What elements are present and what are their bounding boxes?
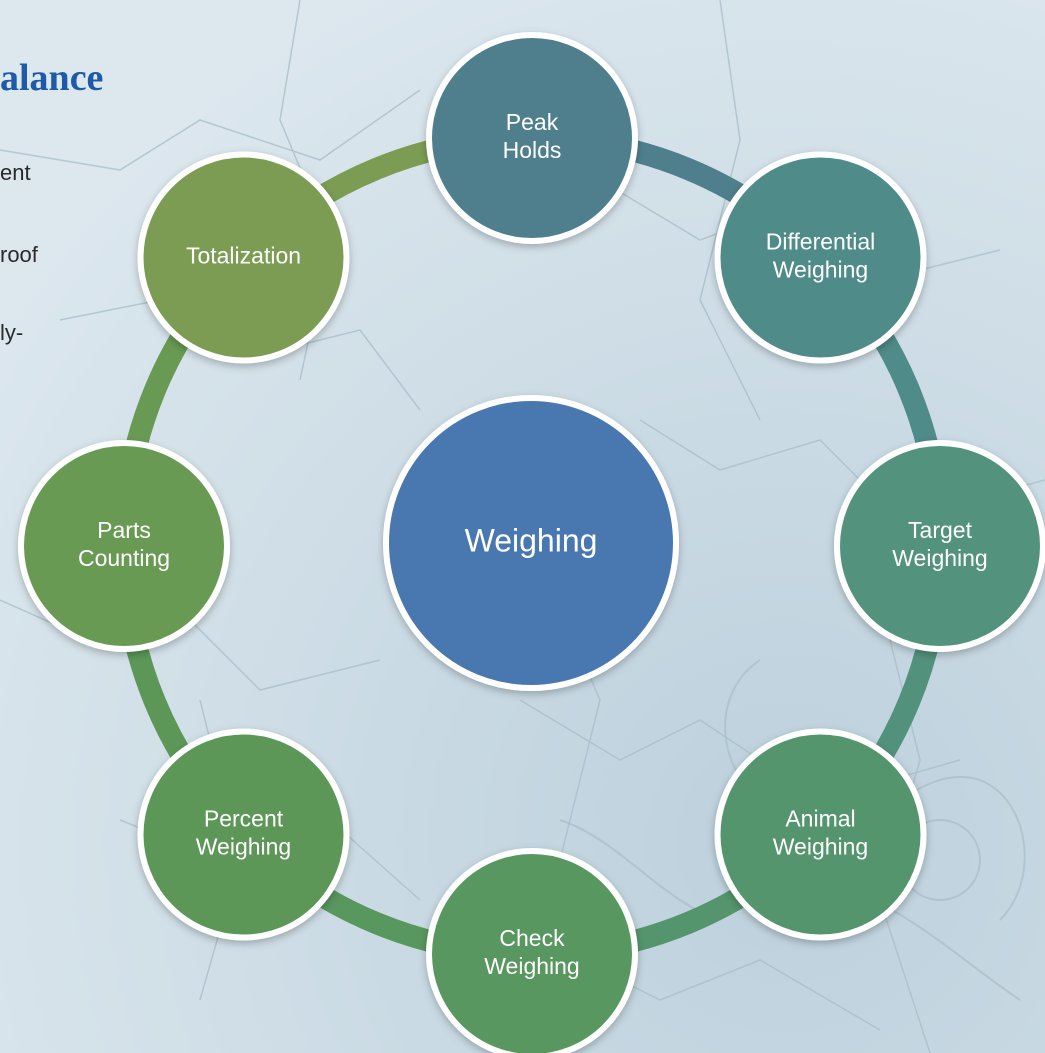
node-totalization-label-line-1: Totalization: [186, 243, 301, 269]
node-check-weighing-label-line-2: Weighing: [484, 953, 579, 979]
node-percent-weighing-label-line-2: Weighing: [196, 834, 291, 860]
node-differential-weighing-circle: [714, 151, 927, 364]
body-text-fragment-3: ly-: [0, 320, 24, 345]
node-animal-weighing-circle: [714, 728, 927, 941]
body-text-fragment-1: ent: [0, 160, 31, 185]
node-differential-weighing-label-line-1: Differential: [766, 229, 876, 255]
page-heading-fragment: alance: [0, 57, 104, 99]
node-totalization-circle: [137, 151, 350, 364]
node-animal-weighing-label-line-1: Animal: [785, 806, 855, 832]
node-target-weighing-label-line-1: Target: [908, 517, 973, 543]
node-totalization: Totalization: [137, 151, 350, 364]
node-target-weighing-circle: [834, 440, 1045, 652]
node-target-weighing-label-line-2: Weighing: [892, 545, 987, 571]
node-differential-weighing-label-line-2: Weighing: [773, 257, 868, 283]
center-node-circle: [383, 395, 679, 691]
body-text-fragment-2: roof: [0, 242, 38, 267]
node-percent-weighing-label-line-1: Percent: [204, 806, 284, 832]
node-check-weighing-circle: [426, 848, 638, 1053]
node-animal-weighing-label-line-2: Weighing: [773, 834, 868, 860]
node-parts-counting-label-line-2: Counting: [78, 545, 170, 571]
center-node-label: Weighing: [465, 522, 598, 558]
node-parts-counting-label-line-1: Parts: [97, 517, 151, 543]
node-check-weighing-label-line-1: Check: [499, 925, 565, 951]
node-peak-holds-circle: [426, 32, 638, 244]
node-peak-holds-label-line-1: Peak: [506, 109, 559, 135]
node-peak-holds-label-line-2: Holds: [503, 137, 562, 163]
node-parts-counting-circle: [18, 440, 230, 652]
node-percent-weighing-circle: [137, 728, 350, 941]
